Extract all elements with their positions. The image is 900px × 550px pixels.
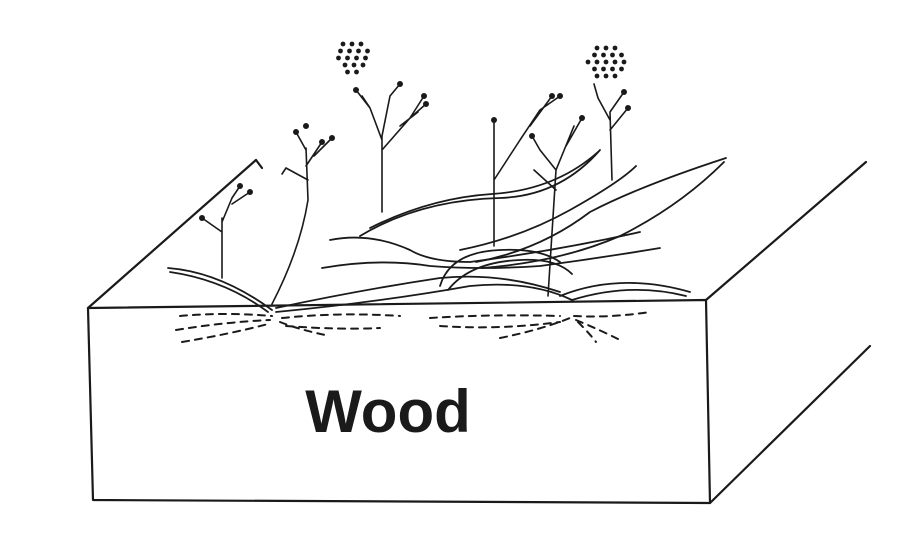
tip <box>621 89 627 95</box>
spore-dot <box>340 41 346 47</box>
wood-block <box>86 158 872 505</box>
stalk-2 <box>271 131 333 305</box>
spore-dot <box>612 73 618 79</box>
strand-loop-2 <box>447 258 573 291</box>
spore-dot <box>603 45 609 51</box>
tip <box>625 105 631 111</box>
block-top-back-edge <box>254 158 264 170</box>
spore-dot <box>619 52 624 58</box>
strand-low-2 <box>275 283 573 313</box>
tip <box>237 183 243 189</box>
hypha-mid-1 <box>281 313 401 319</box>
tip <box>423 101 429 107</box>
spore-dot <box>610 52 615 58</box>
spore-dot <box>619 66 624 72</box>
spore-dot <box>338 48 343 54</box>
spore-dot <box>594 45 600 51</box>
hypha-left-3 <box>181 323 269 343</box>
tip <box>579 115 585 121</box>
spore-dot <box>365 48 370 54</box>
spore-dot <box>592 66 597 72</box>
spore-dot <box>358 41 364 47</box>
strand-right-long-a <box>459 165 637 251</box>
tip <box>549 93 555 99</box>
strand-far-left-2 <box>169 271 269 313</box>
tip <box>421 93 427 99</box>
hypha-right-1 <box>429 314 561 319</box>
tip <box>329 135 335 141</box>
tip <box>303 123 309 129</box>
spore-cluster-left <box>336 41 370 75</box>
block-side-bottom-edge <box>708 344 872 505</box>
tip <box>491 117 497 123</box>
hypha-right-5 <box>575 319 621 341</box>
stalk-5 <box>531 117 583 297</box>
hypha-left-1 <box>179 313 273 317</box>
spore-dot <box>356 48 361 54</box>
spore-dot <box>585 59 591 65</box>
block-top-left-edge <box>86 158 258 310</box>
spore-dot <box>336 55 341 61</box>
spore-dot <box>349 41 355 47</box>
spore-dot <box>345 69 350 75</box>
spore-dot <box>603 59 609 65</box>
fruiting-stalks <box>201 83 629 305</box>
strand-long-upper-a <box>329 231 641 263</box>
hypha-right-4 <box>573 311 651 318</box>
stalk-3 <box>355 83 427 213</box>
tip <box>319 139 325 145</box>
spore-dot <box>345 55 350 61</box>
spore-dot <box>592 52 597 58</box>
tip <box>557 93 563 99</box>
strand-diagonal-2 <box>369 151 599 229</box>
spore-dot <box>612 45 618 51</box>
hypha-right-6 <box>577 321 597 343</box>
tip <box>353 87 359 93</box>
spore-dot <box>621 59 627 65</box>
spore-dot <box>601 66 606 72</box>
hypha-left-2 <box>175 319 271 331</box>
spore-dot <box>610 66 615 72</box>
tip <box>293 129 299 135</box>
strand-loop <box>439 248 561 287</box>
spore-dot <box>601 52 606 58</box>
tip <box>529 133 535 139</box>
tip <box>199 215 205 221</box>
tip <box>247 189 253 195</box>
hypha-mid-2 <box>285 325 381 330</box>
strand-right-long-c <box>481 161 725 269</box>
hypha-right-3 <box>499 317 571 339</box>
strand-low-1 <box>275 275 561 309</box>
hypha-right-2 <box>439 321 561 329</box>
strand-right-low-2 <box>571 288 687 301</box>
spore-dot <box>342 62 348 68</box>
stalk-1 <box>201 185 251 279</box>
spore-dot <box>354 55 359 61</box>
tip <box>397 81 403 87</box>
spore-dot <box>351 62 357 68</box>
spore-dot <box>354 69 359 75</box>
spore-dot <box>594 59 600 65</box>
surface-strands <box>167 149 727 313</box>
strand-right-low <box>559 282 691 297</box>
spore-dot <box>363 55 368 61</box>
stalk-4 <box>493 95 561 247</box>
spore-dot <box>612 59 618 65</box>
hypha-mid-3 <box>279 321 331 337</box>
spore-dot <box>603 73 609 79</box>
block-top-right-edge <box>704 160 868 302</box>
stalk-tips <box>199 81 631 221</box>
strand-diagonal-1 <box>359 149 601 237</box>
spore-dot <box>594 73 600 79</box>
spore-cluster-right <box>585 45 627 79</box>
spore-dot <box>347 48 352 54</box>
strand-far-left <box>167 267 273 311</box>
wood-label: Wood <box>305 378 471 445</box>
strand-right-long-b <box>475 157 727 263</box>
stalk-6 <box>593 83 629 181</box>
spore-dot <box>360 62 366 68</box>
buried-hyphae <box>175 311 651 343</box>
